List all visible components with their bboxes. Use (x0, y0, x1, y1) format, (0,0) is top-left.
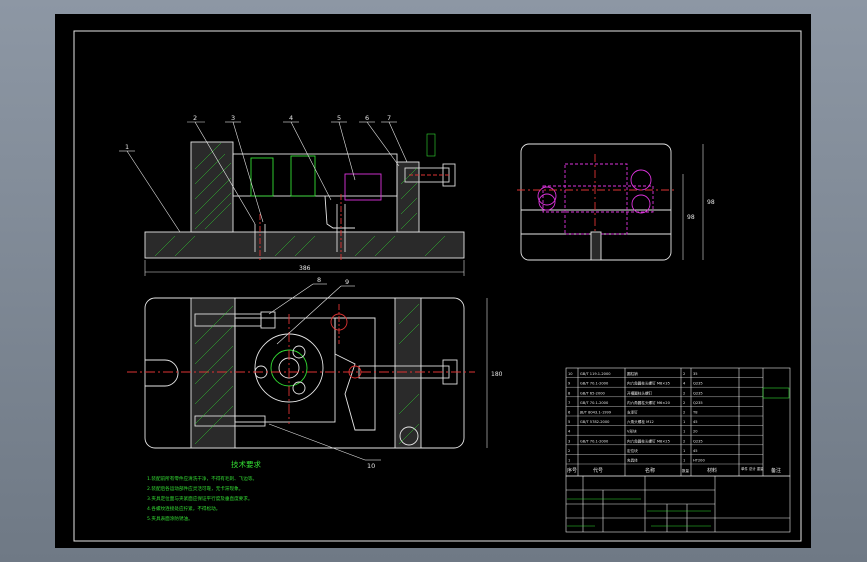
bom-cell: 内六角圆柱头螺钉 M8×35 (627, 381, 670, 386)
drawing-frame (73, 30, 802, 542)
bom-cell: 支承钉 (627, 410, 638, 415)
side-dimension-inner: 98 (687, 214, 695, 221)
bom-cell: 1 (568, 459, 570, 463)
bom-cell: Q235 (693, 401, 703, 405)
bom-cell: 圆柱销 (627, 371, 638, 376)
bom-cell: 4 (568, 430, 571, 434)
callout-9: 9 (345, 278, 349, 286)
bom-cell: 2 (683, 401, 685, 405)
bom-cell: 5 (568, 420, 570, 424)
tech-line-1: 1.装配前所有零件应清洗干净，不得有毛刺、飞边等。 (147, 475, 257, 482)
bom-header-remark: 备注 (771, 467, 781, 474)
drawing-sheet: 386 1 2 3 4 5 6 7 (73, 30, 802, 542)
bom-header-weight: 单件 总计 重量 (741, 466, 764, 471)
bom-cell: 3 (568, 439, 570, 443)
bom-cell: 定位块 (627, 448, 638, 453)
bom-cell: GB/T 5782-2000 (580, 420, 610, 424)
bom-cell: 8 (568, 391, 571, 395)
bom-cell: 1 (683, 449, 685, 453)
bom-cell: 10 (568, 372, 573, 376)
bom-cell: 六角头螺栓 M12 (627, 419, 654, 424)
bom-cell: 45 (693, 449, 698, 453)
callout-3: 3 (231, 114, 235, 122)
callout-8: 8 (317, 276, 321, 284)
bom-header-code: 代号 (593, 467, 603, 474)
top-depth-dimension: 180 (491, 371, 503, 378)
bom-cell: GB/T 70.1-2000 (580, 382, 609, 386)
top-view (127, 297, 488, 449)
bom-cell: 2 (683, 411, 685, 415)
front-view (144, 133, 465, 276)
bom-cell: GB/T 65-2000 (580, 391, 606, 395)
bom-cell: 2 (568, 449, 570, 453)
callout-1: 1 (125, 143, 129, 151)
bom-cell: 1 (683, 430, 685, 434)
bom-cell: T8 (692, 411, 698, 415)
callout-10: 10 (367, 462, 375, 470)
callout-7: 7 (387, 114, 391, 122)
side-dimension-outer: 98 (707, 199, 715, 206)
bom-cell: 2 (683, 391, 685, 395)
tech-line-5: 5.夹具表面涂防锈油。 (147, 515, 193, 522)
bom-cell: 内六角圆柱头螺钉 M8×25 (627, 438, 670, 443)
bom-header-material: 材料 (707, 467, 717, 474)
top-leaders (268, 283, 381, 461)
bom-cell: 6 (568, 411, 571, 415)
bom-cell: 35 (693, 372, 698, 376)
tech-line-2: 2.装配后各运动部件应灵活可靠，无卡滞现象。 (147, 485, 243, 492)
bom-cell: HT200 (693, 459, 705, 463)
bom-cell: 20 (693, 430, 698, 434)
bom-cell: 夹具体 (627, 458, 638, 463)
callout-2: 2 (193, 114, 197, 122)
tech-title: 技术要求 (231, 459, 261, 469)
side-view (517, 143, 704, 261)
front-leaders (119, 121, 408, 233)
bom-cell: 2 (683, 372, 685, 376)
bom-cell: V形块 (627, 429, 637, 434)
bom-cell: 开槽圆柱头螺钉 (627, 390, 653, 395)
tech-line-4: 4.各螺纹连接处应拧紧，不得松动。 (147, 505, 220, 512)
title-block (565, 387, 791, 533)
bom-cell: 1 (683, 459, 685, 463)
tech-line-3: 3.夹具定位面与夹紧面应保证平行度及垂直度要求。 (147, 495, 252, 502)
bom-row-lines (566, 377, 763, 465)
bom-cell: GB/T 70.1-2000 (580, 401, 609, 405)
bom-header-index: 序号 (567, 467, 577, 474)
title-block-green (567, 498, 711, 527)
bom-header-qty: 数量 (682, 468, 690, 473)
tech-requirements: 技术要求 1.装配前所有零件应清洗干净，不得有毛刺、飞边等。 2.装配后各运动部… (147, 459, 261, 522)
bom-cell: JB/T 8043.1-1999 (579, 411, 612, 415)
cad-viewport[interactable]: 386 1 2 3 4 5 6 7 (55, 14, 811, 548)
bom-cell: 45 (693, 420, 698, 424)
bom-cell: GB/T 70.1-2000 (580, 439, 609, 443)
front-width-dimension: 386 (299, 265, 311, 272)
bom-cell: 2 (683, 439, 685, 443)
bom-cell: GB/T 119.1-2000 (580, 372, 611, 376)
bom-cell: 1 (683, 420, 685, 424)
bom-cell: 内六角圆柱头螺钉 M6×20 (627, 400, 671, 405)
bom-cell: 7 (568, 401, 570, 405)
callout-6: 6 (365, 114, 369, 122)
bom-cell: Q235 (693, 439, 703, 443)
bom-cell: Q235 (693, 382, 703, 386)
callout-4: 4 (289, 114, 293, 122)
bom-cell: 9 (568, 382, 571, 386)
bom-header-name: 名称 (645, 467, 655, 474)
bill-of-materials (565, 367, 791, 477)
callout-5: 5 (337, 114, 341, 122)
bom-cell: Q235 (693, 391, 703, 395)
bom-cell: 4 (683, 382, 686, 386)
